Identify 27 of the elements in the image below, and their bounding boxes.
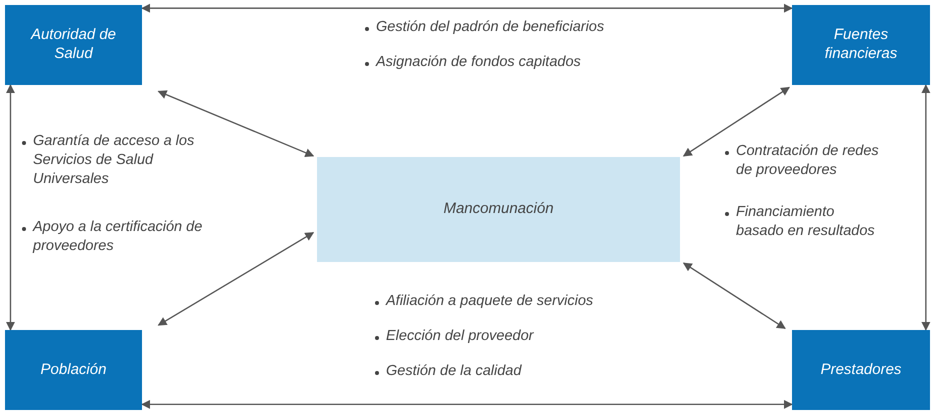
- list-item: Gestión de la calidad: [386, 362, 522, 381]
- list-item: Asignación de fondos capitados: [376, 53, 581, 72]
- list-item: Gestión del padrón de beneficiarios: [376, 18, 604, 37]
- list-item: Financiamiento basado en resultados: [736, 203, 876, 241]
- list-item: Contratación de redes de proveedores: [736, 142, 880, 180]
- double-arrow: [6, 84, 15, 331]
- list-item: Afiliación a paquete de servicios: [386, 292, 594, 311]
- process-box: [317, 157, 680, 262]
- process-box: [5, 5, 142, 85]
- list-item: Apoyo a la certificación de proveedores: [33, 218, 204, 256]
- double-arrow: [682, 86, 790, 156]
- list-item: Elección del proveedor: [386, 327, 534, 346]
- node-label: Autoridad de Salud: [29, 26, 118, 64]
- node-label: Población: [40, 360, 106, 380]
- process-box: [792, 5, 930, 85]
- process-box: [792, 330, 930, 410]
- double-arrow: [141, 4, 793, 13]
- node-label: Mancomunación: [443, 200, 554, 219]
- double-arrow: [158, 232, 314, 326]
- node-label: Fuentes financieras: [824, 26, 898, 64]
- double-arrow: [682, 262, 786, 329]
- double-arrow: [158, 90, 314, 157]
- list-item: Garantía de acceso a los Servicios de Salud Universales: [33, 132, 196, 189]
- double-arrow: [921, 84, 930, 331]
- node-label: Prestadores: [820, 360, 902, 380]
- process-box: [5, 330, 142, 410]
- double-arrow: [141, 400, 793, 409]
